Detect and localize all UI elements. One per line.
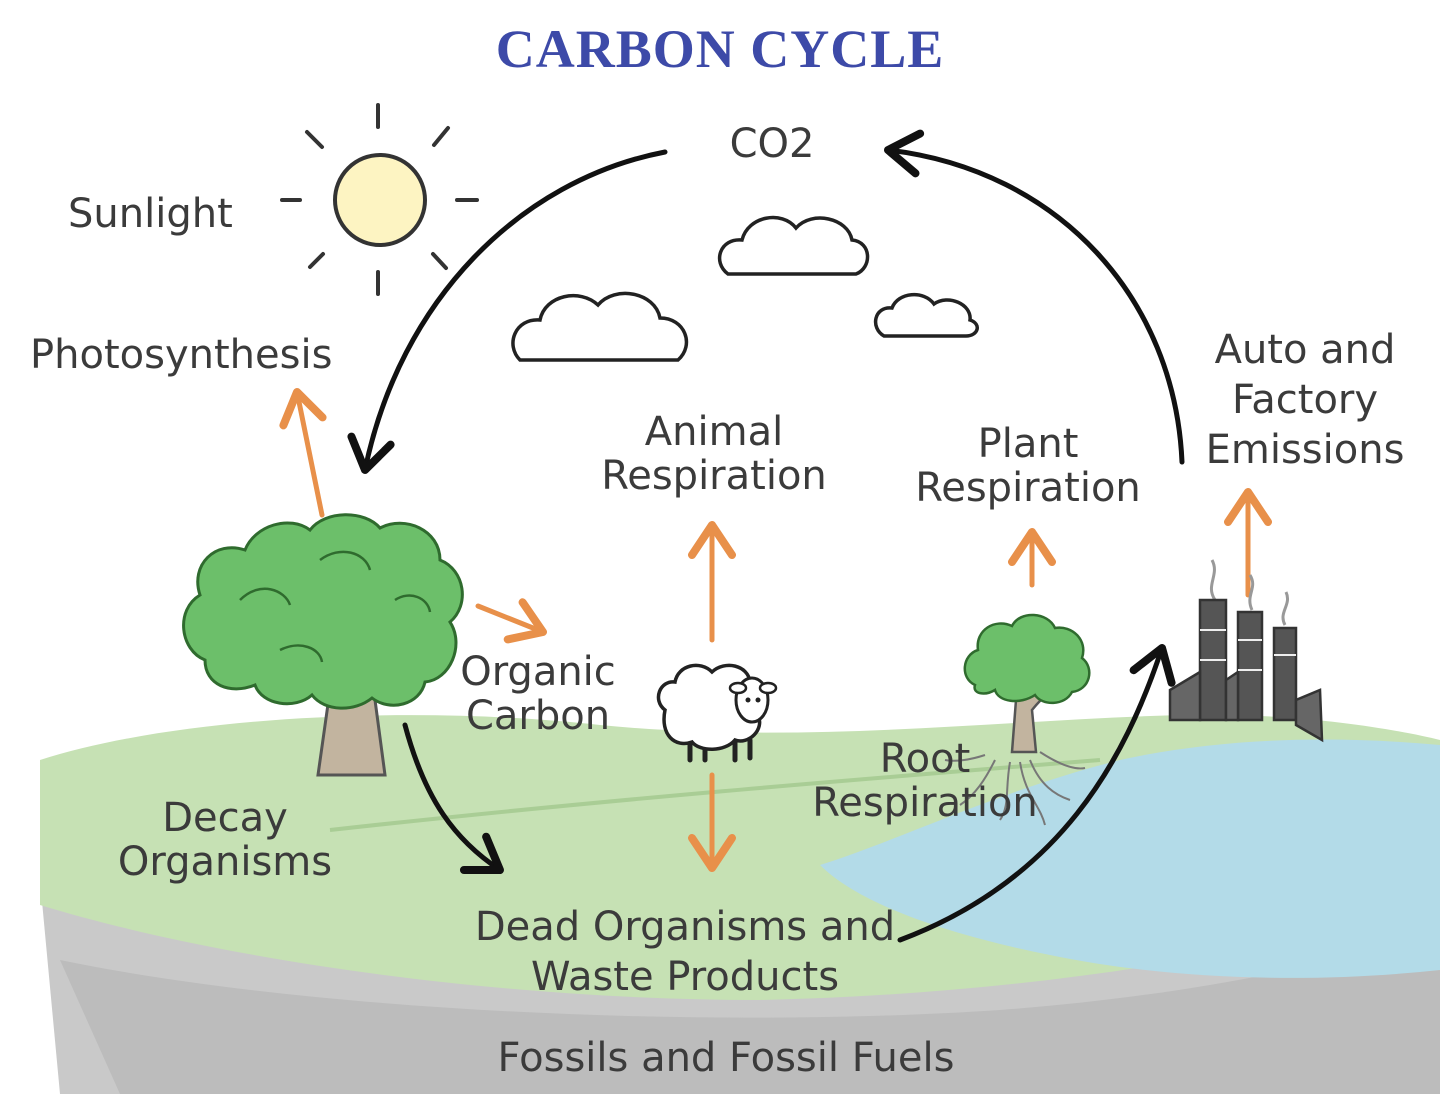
co2-label: CO2: [729, 121, 815, 167]
co2-to-tree-arrow: [347, 149, 668, 474]
tree-to-dead-organisms-arrow: [402, 722, 504, 874]
sheep-icon: [656, 663, 778, 763]
root-respiration-label: Root Respiration: [812, 737, 1038, 825]
decay-organisms-line-1: Decay: [162, 795, 288, 841]
cloud-icon: [717, 215, 870, 276]
dead-organisms-line-2: Waste Products: [530, 954, 840, 1000]
small-tree-icon: [944, 613, 1091, 826]
emissions-label: Auto and Factory Emissions: [1206, 325, 1405, 475]
organic-carbon-label: Organic Carbon: [460, 650, 616, 738]
root-respiration-line-2: Respiration: [812, 780, 1038, 826]
factory-icon: [1168, 559, 1324, 743]
decay-organisms-label: Decay Organisms: [118, 796, 332, 884]
root-respiration-line-1: Root: [879, 736, 971, 782]
plant-respiration-label: Plant Respiration: [915, 422, 1141, 510]
decay-organisms-line-2: Organisms: [117, 839, 333, 885]
animal-respiration-line-2: Respiration: [601, 453, 827, 499]
animal-respiration-label: Animal Respiration: [601, 410, 827, 498]
plant-respiration-line-1: Plant: [977, 421, 1079, 467]
water-area: [820, 739, 1440, 978]
sunlight-label: Sunlight: [68, 191, 233, 237]
organic-carbon-line-2: Carbon: [465, 693, 611, 739]
diagram-title: CARBON CYCLE: [495, 19, 945, 79]
emissions-to-co2-arrow: [884, 129, 1185, 465]
fossils-label: Fossils and Fossil Fuels: [497, 1035, 955, 1081]
emissions-line-3: Emissions: [1205, 427, 1405, 473]
organic-carbon-line-1: Organic: [460, 649, 616, 695]
organic-carbon-arrow: [475, 598, 547, 644]
photosynthesis-label: Photosynthesis: [30, 332, 333, 378]
cloud-icon: [873, 293, 979, 338]
sun-icon: [280, 103, 479, 296]
cloud-icon: [511, 291, 689, 362]
dead-organisms-label: Dead Organisms and Waste Products: [475, 902, 895, 1002]
photosynthesis-arrow: [279, 388, 327, 518]
emissions-line-1: Auto and: [1214, 327, 1396, 373]
emissions-line-2: Factory: [1231, 377, 1379, 423]
fossil-layer: [60, 930, 1440, 1094]
tree-icon: [182, 513, 464, 777]
dead-organisms-line-1: Dead Organisms and: [474, 904, 896, 950]
dead-organisms-to-factory-arrow: [897, 644, 1176, 943]
animal-respiration-line-1: Animal: [644, 409, 784, 455]
plant-respiration-line-2: Respiration: [915, 465, 1141, 511]
